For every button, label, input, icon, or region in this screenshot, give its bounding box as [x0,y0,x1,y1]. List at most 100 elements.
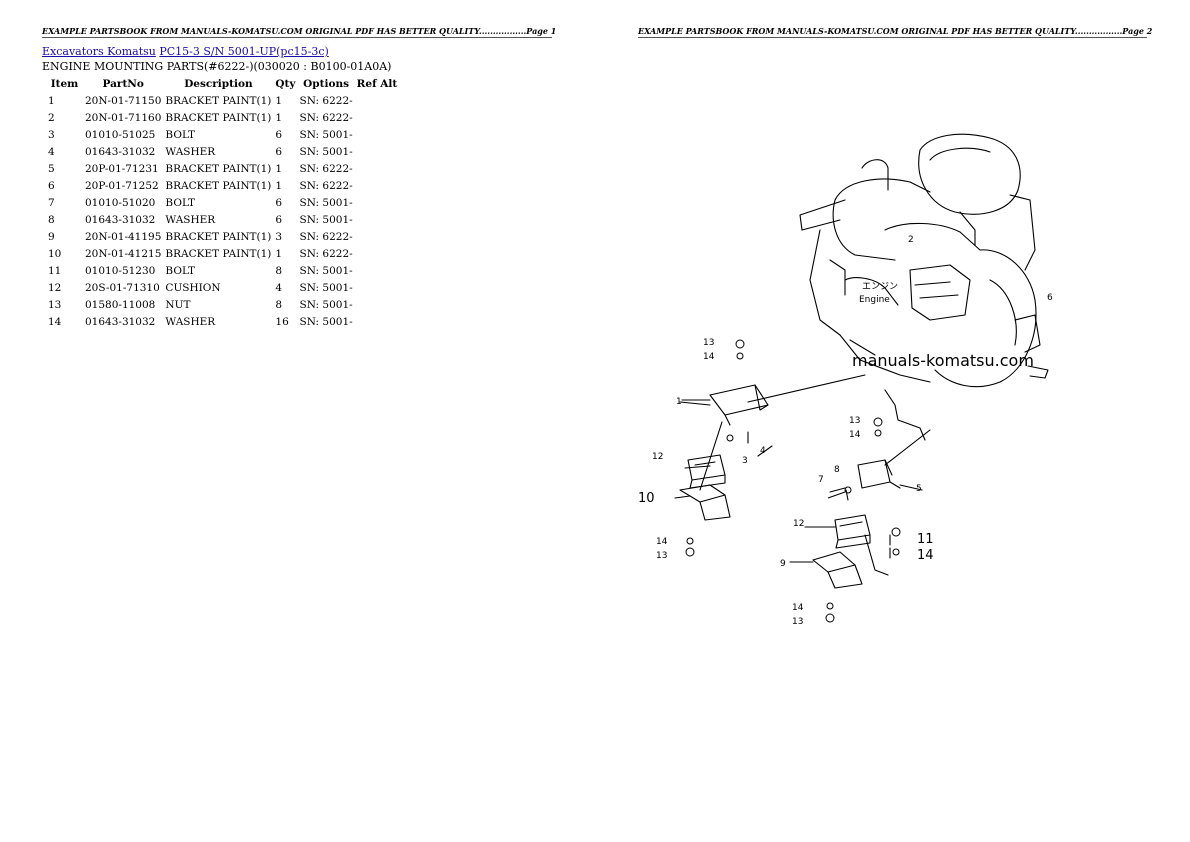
callout-10: 10 [638,491,655,506]
cell-partno: 01580-11008 [85,298,156,311]
cell-options: SN: 6222- [299,111,353,124]
cell-item: 11 [48,264,62,277]
cell-partno: 20N-01-71160 [85,111,162,124]
cell-qty: 1 [275,179,283,192]
callout-9: 9 [780,559,786,569]
cell-qty: 6 [275,128,283,141]
cell-qty: 8 [275,298,283,311]
cell-item: 14 [48,315,62,328]
cell-refalt [355,296,400,313]
callout-14-e: 14 [917,548,934,563]
cell-refalt [355,126,400,143]
cell-options: SN: 5001- [299,145,353,158]
cell-qty: 8 [275,264,283,277]
cell-item: 12 [48,281,62,294]
cell-partno: 01643-31032 [85,213,156,226]
table-row: 3 01010-51025 BOLT 6 SN: 5001- [42,126,399,143]
cell-partno: 01010-51230 [85,264,156,277]
cell-options: SN: 5001- [299,128,353,141]
callout-12-left: 12 [652,452,663,462]
cell-qty: 1 [275,247,283,260]
cell-partno: 20N-01-41195 [85,230,162,243]
callout-14-c: 14 [656,537,668,547]
watermark: manuals-komatsu.com [852,351,1034,370]
cell-description: WASHER [165,315,216,328]
cell-refalt [355,109,400,126]
cell-qty: 6 [275,145,283,158]
cell-partno: 01010-51025 [85,128,156,141]
engine-label-jp: エンジン [862,282,898,292]
cell-refalt [355,245,400,262]
cell-description: BOLT [165,128,196,141]
cell-qty: 4 [275,281,283,294]
cell-refalt [355,177,400,194]
callout-6: 6 [1047,293,1053,303]
cell-options: SN: 6222- [299,162,353,175]
cell-item: 5 [48,162,55,175]
col-header-partno: PartNo [102,78,144,90]
cell-refalt [355,160,400,177]
cell-item: 13 [48,298,62,311]
engine-label: Engine [859,295,890,305]
cell-description: BRACKET PAINT(1) [165,162,272,175]
cell-qty: 16 [275,315,289,328]
col-header-options: Options [303,78,350,90]
callout-11: 11 [917,532,934,547]
cell-qty: 1 [275,111,283,124]
breadcrumb-link-category[interactable]: Excavators Komatsu [42,45,156,58]
cell-item: 10 [48,247,62,260]
cell-refalt [355,228,400,245]
cell-options: SN: 5001- [299,315,353,328]
page1-header: EXAMPLE PARTSBOOK FROM MANUALS-KOMATSU.C… [42,26,557,38]
cell-item: 2 [48,111,55,124]
cell-options: SN: 6222- [299,179,353,192]
cushion-right-illustration [834,514,871,549]
cell-item: 7 [48,196,55,209]
callout-1: 1 [676,397,682,407]
callout-13-c: 13 [656,551,667,561]
table-row: 13 01580-11008 NUT 8 SN: 5001- [42,296,399,313]
cell-description: WASHER [165,145,216,158]
section-title: ENGINE MOUNTING PARTS(#6222-)(030020 : B… [42,60,392,73]
callout-8: 8 [834,465,840,475]
cell-options: SN: 5001- [299,298,353,311]
cell-description: BOLT [165,264,196,277]
cell-qty: 6 [275,196,283,209]
cell-description: BRACKET PAINT(1) [165,179,272,192]
callout-14-b: 14 [849,430,861,440]
cell-description: NUT [165,298,191,311]
cell-refalt [355,279,400,296]
cell-options: SN: 5001- [299,213,353,226]
callout-13-b: 13 [849,416,860,426]
breadcrumb-link-model[interactable]: PC15-3 S/N 5001-UP(pc15-3c) [159,45,329,58]
cell-description: BRACKET PAINT(1) [165,111,272,124]
cell-refalt [355,143,400,160]
cell-description: BRACKET PAINT(1) [165,230,272,243]
col-header-item: Item [50,78,79,90]
callout-12-right: 12 [793,519,804,529]
cell-options: SN: 6222- [299,230,353,243]
cell-partno: 20N-01-71150 [85,94,162,107]
engine-mounting-diagram: 1 2 3 4 5 6 7 8 9 12 12 13 14 13 14 14 1… [638,133,1053,627]
cell-refalt [355,313,400,330]
cell-partno: 20N-01-41215 [85,247,162,260]
callout-14-d: 14 [792,603,804,613]
callout-2: 2 [908,235,914,245]
col-header-qty: Qty [275,78,296,90]
cell-partno: 01643-31032 [85,145,156,158]
cell-item: 3 [48,128,55,141]
cell-item: 6 [48,179,55,192]
bracket-10-illustration [679,484,731,521]
page2-header: EXAMPLE PARTSBOOK FROM MANUALS-KOMATSU.C… [638,26,1153,38]
table-header-row: Item PartNo Description Qty Options Ref … [42,76,399,92]
cell-item: 9 [48,230,55,243]
